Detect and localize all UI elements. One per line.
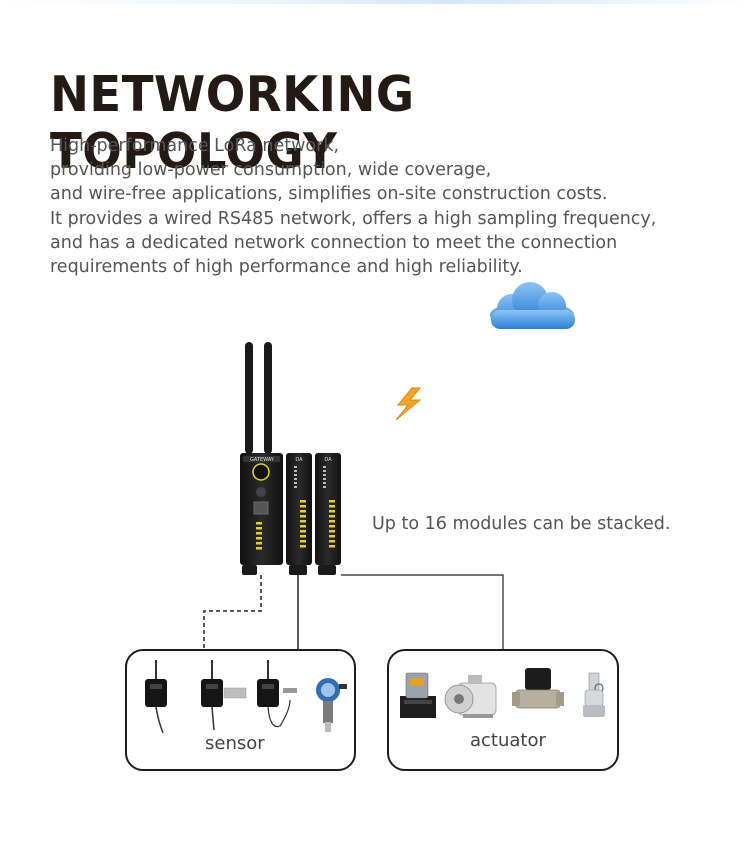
motor-icon (444, 675, 497, 718)
pressure-transmitter-icon (316, 678, 347, 732)
description-line: requirements of high performance and hig… (50, 257, 523, 278)
sensor-device-3 (257, 660, 297, 728)
lightning-icon (395, 387, 422, 421)
actuator-label: actuator (470, 730, 546, 751)
actuator-link-line (341, 574, 504, 650)
module-label: DA (295, 457, 303, 463)
stack-note: Up to 16 modules can be stacked. (372, 514, 671, 534)
description-line: It provides a wired RS485 network, offer… (50, 208, 657, 229)
actuator-group-box (387, 649, 619, 771)
description: High-performance LoRa network, providing… (50, 134, 656, 279)
gateway-device: GATEWAY (240, 453, 283, 575)
solenoid-valve-icon (512, 668, 564, 709)
sensor-group-box (125, 649, 356, 771)
control-valve-icon (583, 672, 605, 717)
sensor-device-1 (145, 660, 167, 734)
page-title: NETWORKING TOPOLOGY (50, 66, 415, 180)
sensor-label: sensor (205, 733, 265, 754)
wireless-link-line (203, 575, 262, 651)
description-line: providing low-power consumption, wide co… (50, 160, 492, 181)
relay-icon (400, 672, 436, 718)
description-line: and has a dedicated network connection t… (50, 232, 618, 253)
gateway-label: GATEWAY (250, 457, 275, 463)
cloud-icon (490, 282, 575, 329)
sensor-device-2 (201, 660, 247, 731)
io-module-2: DA (315, 453, 341, 575)
description-line: High-performance LoRa network, (50, 136, 340, 156)
antenna-icon (245, 342, 272, 454)
description-line: and wire-free applications, simplifies o… (50, 184, 608, 205)
top-gradient-line (0, 0, 750, 4)
io-module-1: DA (286, 453, 312, 575)
module-label: DA (324, 457, 332, 463)
